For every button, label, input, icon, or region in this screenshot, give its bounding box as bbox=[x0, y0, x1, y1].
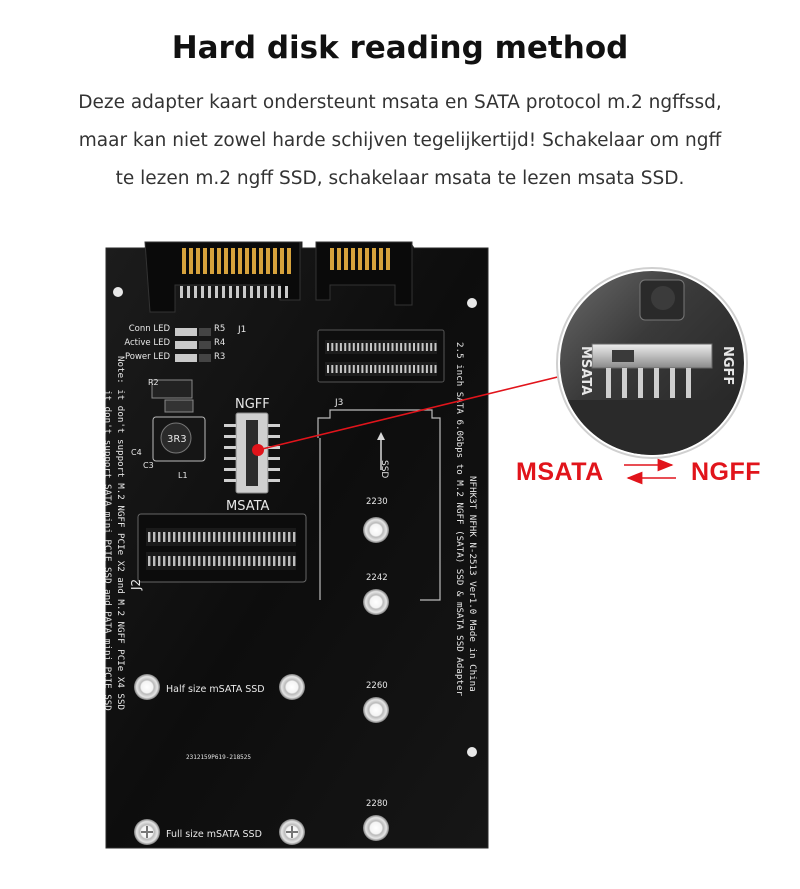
zoom-label-msata: MSATA bbox=[578, 346, 593, 395]
label-c3: C3 bbox=[143, 461, 154, 470]
label-j3: J3 bbox=[334, 398, 343, 408]
label-j1: J1 bbox=[237, 325, 246, 335]
label-r4: R4 bbox=[214, 338, 225, 348]
label-conn-led: Conn LED bbox=[129, 324, 171, 334]
product-photo: Conn LED Active LED Power LED R5 R4 R3 J… bbox=[0, 230, 800, 889]
label-half-size: Half size mSATA SSD bbox=[166, 684, 265, 695]
label-r5: R5 bbox=[214, 324, 225, 334]
label-inductor: 3R3 bbox=[167, 434, 187, 445]
label-full-size: Full size mSATA SSD bbox=[166, 829, 262, 840]
label-power-led: Power LED bbox=[125, 352, 171, 362]
label-2230: 2230 bbox=[366, 497, 388, 507]
label-c4: C4 bbox=[131, 448, 142, 457]
zoom-callout: NGFF MSATA bbox=[556, 267, 748, 459]
product-line-2: NFHK3T NFHK N-2513 Ver1.0 Made in China bbox=[467, 476, 478, 692]
leader-line bbox=[257, 372, 575, 451]
label-msata: MSATA bbox=[226, 499, 270, 514]
intro-line-3: te lezen m.2 ngff SSD, schakelaar msata … bbox=[115, 168, 685, 189]
label-serial: 2312159P619-218525 bbox=[186, 754, 251, 761]
label-ngff-mode: NGFF bbox=[691, 458, 762, 486]
intro-line-2: maar kan niet zowel harde schijven tegel… bbox=[78, 130, 722, 151]
zoom-label-ngff: NGFF bbox=[720, 346, 735, 385]
label-ssd: SSD bbox=[379, 460, 389, 478]
label-r3: R3 bbox=[214, 352, 225, 362]
note-line-1: Note: it don't support M.2 NGFF PCIe X2 … bbox=[115, 356, 126, 710]
standoff-holes bbox=[134, 517, 389, 845]
adapter-board: Conn LED Active LED Power LED R5 R4 R3 J… bbox=[102, 241, 489, 849]
double-arrow-icon bbox=[624, 458, 676, 485]
label-l1: L1 bbox=[178, 471, 188, 480]
label-msata-mode: MSATA bbox=[516, 458, 604, 486]
smd-components bbox=[151, 328, 211, 462]
page-heading: Hard disk reading method bbox=[171, 30, 629, 66]
label-r2: R2 bbox=[148, 378, 159, 387]
label-2242: 2242 bbox=[366, 573, 388, 583]
msata-connector bbox=[137, 513, 307, 583]
label-2260: 2260 bbox=[366, 681, 388, 691]
label-active-led: Active LED bbox=[124, 338, 170, 348]
m2-connector bbox=[317, 329, 445, 383]
product-line-1: 2.5 inch SATA 6.0Gbps to M.2 NGFF (SATA)… bbox=[454, 342, 465, 696]
label-ngff: NGFF bbox=[235, 397, 270, 412]
label-2280: 2280 bbox=[366, 799, 388, 809]
intro-line-1: Deze adapter kaart ondersteunt msata en … bbox=[78, 92, 722, 113]
label-j2: J2 bbox=[129, 579, 143, 591]
sata-connector bbox=[144, 241, 413, 313]
intro-text: Deze adapter kaart ondersteunt msata en … bbox=[60, 84, 740, 198]
note-line-2: it don't support SATA mini PCIE SSD and … bbox=[102, 390, 113, 711]
